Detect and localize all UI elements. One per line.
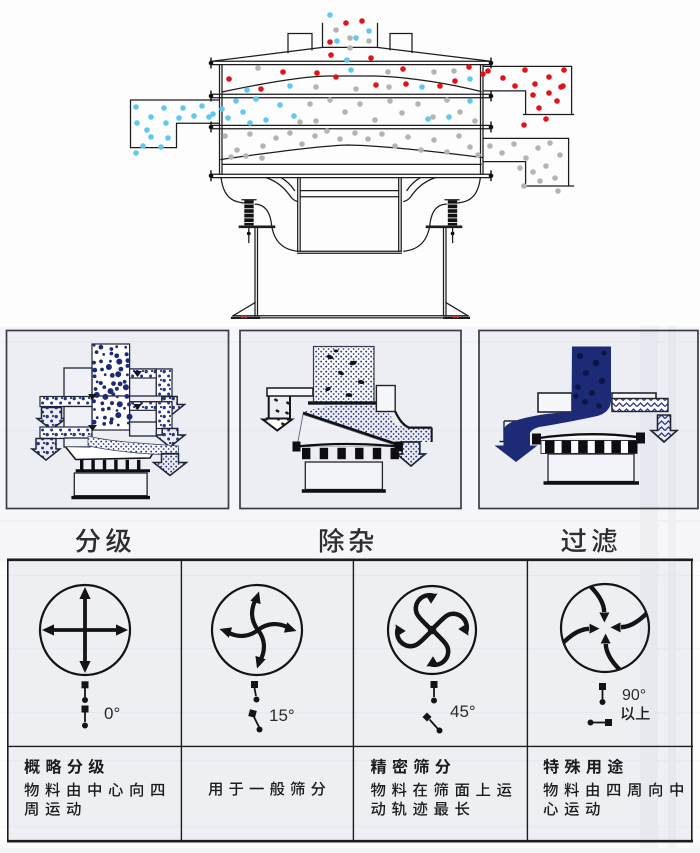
svg-text:0°: 0°: [104, 704, 120, 723]
svg-text:90°: 90°: [622, 687, 646, 704]
svg-text:15°: 15°: [269, 706, 295, 725]
svg-text:45°: 45°: [450, 702, 476, 721]
